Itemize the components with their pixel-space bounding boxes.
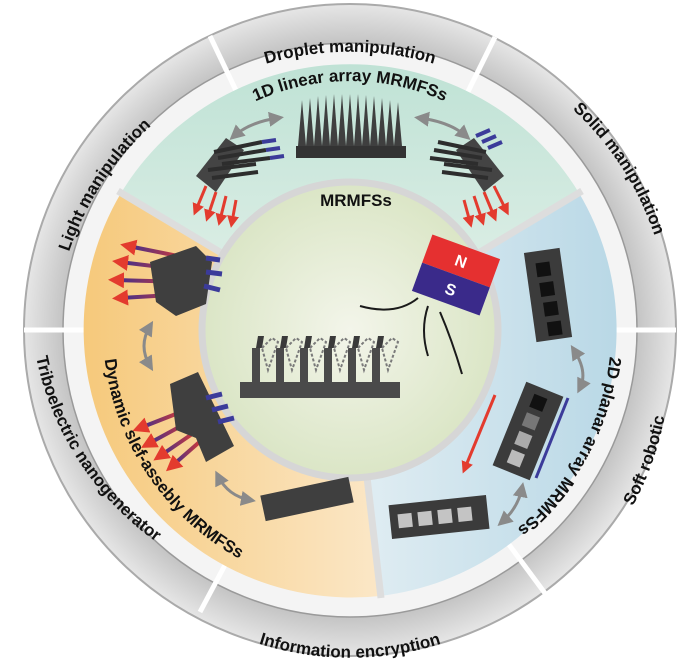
magnet-north-label: N	[452, 252, 469, 272]
cycle-arrow-left-top	[138, 320, 154, 372]
linear-array-upright	[296, 94, 406, 158]
center-title: MRMFSs	[320, 191, 392, 210]
planar-array-bottom	[388, 494, 490, 540]
dynamic-cluster-top	[108, 239, 223, 316]
dynamic-cluster-middle	[132, 372, 235, 472]
micropillar-array	[240, 336, 400, 398]
magnet: N S	[411, 234, 501, 316]
planar-array-top	[523, 247, 573, 343]
linear-array-bent-right	[429, 128, 509, 228]
planar-array-middle	[461, 381, 570, 481]
linear-array-bent-left	[192, 138, 285, 228]
magnetic-field-lines	[359, 297, 463, 375]
dynamic-single-bar	[260, 476, 354, 522]
cycle-arrow-right-top	[570, 344, 591, 394]
cycle-arrow-top-left	[229, 111, 284, 140]
cycle-arrow-left-bottom	[215, 470, 256, 506]
cycle-arrow-right-bottom	[497, 482, 528, 526]
center-circle	[198, 178, 502, 482]
cycle-arrow-top-right	[414, 111, 471, 140]
